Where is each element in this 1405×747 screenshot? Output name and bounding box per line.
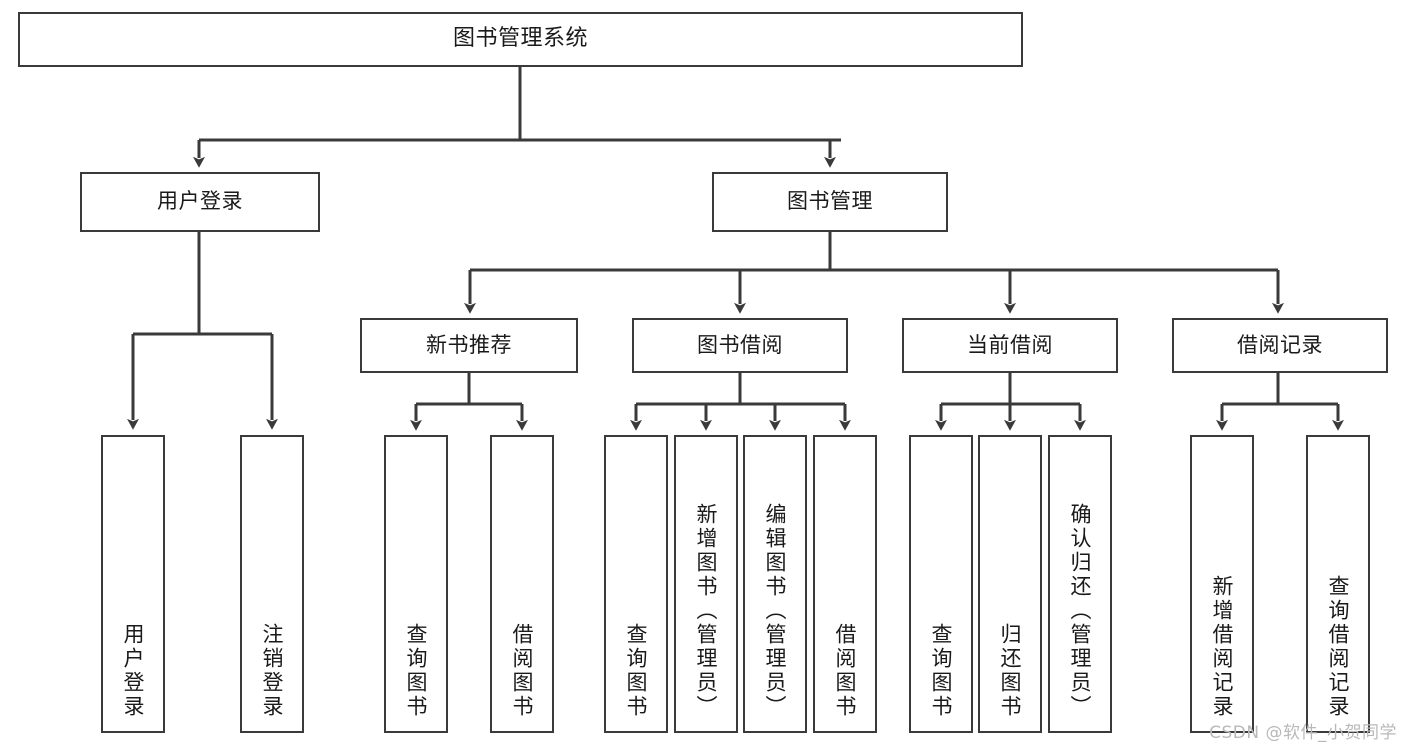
leaf-current-query-book[interactable]: 查询图书 <box>909 435 973 733</box>
leaf-label: 借阅图书 <box>833 623 858 719</box>
leaf-label: 新增借阅记录 <box>1210 575 1235 719</box>
leaf-label: 查询借阅记录 <box>1326 575 1351 719</box>
watermark-text: CSDN @软件_小贺同学 <box>1209 723 1397 743</box>
node-current-borrow[interactable]: 当前借阅 <box>902 318 1118 373</box>
node-label: 当前借阅 <box>967 332 1053 357</box>
leaf-label: 借阅图书 <box>510 623 535 719</box>
leaf-label: 查询图书 <box>929 623 954 719</box>
leaf-label: 归还图书 <box>998 623 1023 719</box>
leaf-recommend-borrow-book[interactable]: 借阅图书 <box>490 435 554 733</box>
node-label: 用户登录 <box>157 189 243 214</box>
leaf-record-query-record[interactable]: 查询借阅记录 <box>1306 435 1370 733</box>
node-label: 图书管理系统 <box>452 26 588 52</box>
node-label: 借阅记录 <box>1237 332 1323 357</box>
leaf-user-login-logout[interactable]: 注销登录 <box>240 435 304 733</box>
node-label: 图书借阅 <box>697 332 783 357</box>
leaf-current-return-book[interactable]: 归还图书 <box>978 435 1042 733</box>
leaf-label: 查询图书 <box>404 623 429 719</box>
node-label: 图书管理 <box>787 189 873 214</box>
leaf-label: 查询图书 <box>624 623 649 719</box>
node-borrow-record[interactable]: 借阅记录 <box>1172 318 1388 373</box>
leaf-label: 确认归还（管理员） <box>1068 503 1093 719</box>
node-book-borrow[interactable]: 图书借阅 <box>632 318 848 373</box>
node-user-login[interactable]: 用户登录 <box>80 172 320 232</box>
node-book-management[interactable]: 图书管理 <box>712 172 948 232</box>
leaf-recommend-query-book[interactable]: 查询图书 <box>384 435 448 733</box>
node-new-book-recommend[interactable]: 新书推荐 <box>360 318 578 373</box>
leaf-label: 注销登录 <box>260 623 285 719</box>
leaf-borrow-edit-book-admin[interactable]: 编辑图书（管理员） <box>743 435 807 733</box>
leaf-user-login-login[interactable]: 用户登录 <box>101 435 165 733</box>
leaf-record-add-record[interactable]: 新增借阅记录 <box>1190 435 1254 733</box>
leaf-borrow-borrow-book[interactable]: 借阅图书 <box>813 435 877 733</box>
leaf-label: 用户登录 <box>121 623 146 719</box>
leaf-borrow-query-book[interactable]: 查询图书 <box>604 435 668 733</box>
node-label: 新书推荐 <box>426 332 512 357</box>
leaf-borrow-add-book-admin[interactable]: 新增图书（管理员） <box>674 435 738 733</box>
node-root-system[interactable]: 图书管理系统 <box>18 12 1023 67</box>
leaf-label: 编辑图书（管理员） <box>763 503 788 719</box>
leaf-current-confirm-return-admin[interactable]: 确认归还（管理员） <box>1048 435 1112 733</box>
leaf-label: 新增图书（管理员） <box>694 503 719 719</box>
